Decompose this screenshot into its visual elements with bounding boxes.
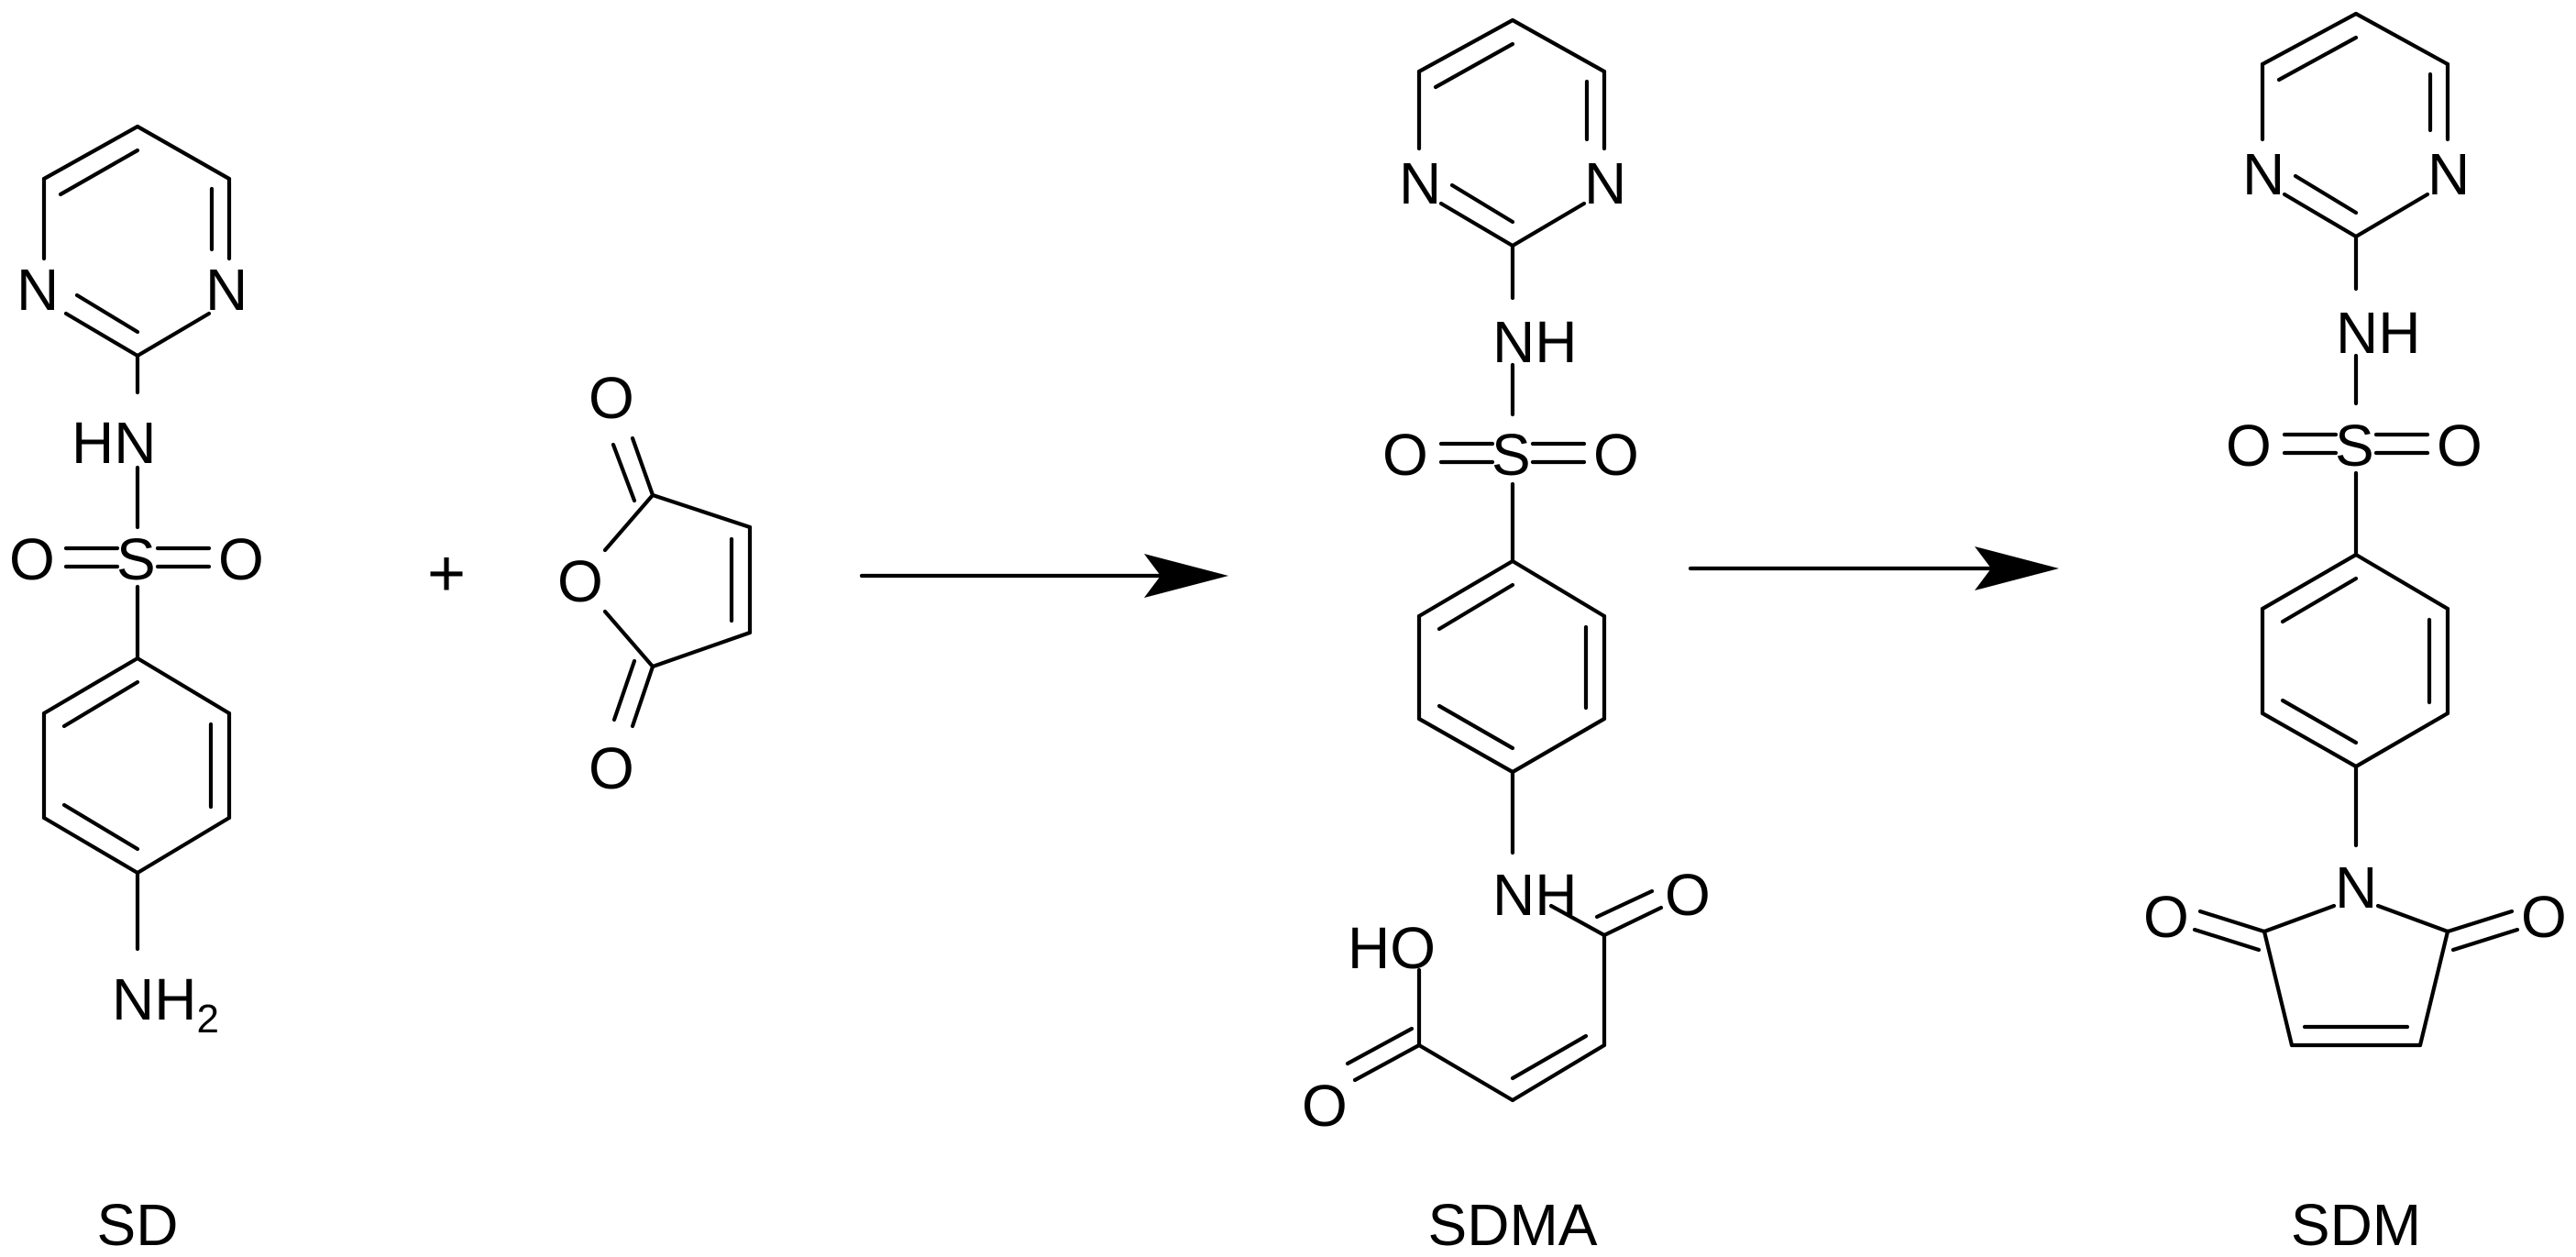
sdma-atom-nh-amide: NH — [1492, 862, 1577, 928]
sdma-atom-n-left: N — [1399, 150, 1441, 216]
sd-atom-s: S — [116, 526, 156, 592]
sdm-atom-s: S — [2335, 413, 2374, 479]
sd-atom-hn: HN — [72, 410, 156, 476]
sd-benzene-ring — [41, 656, 232, 952]
sdm-atom-n-left: N — [2242, 141, 2284, 207]
sdma-atom-o-acid: O — [1302, 1073, 1348, 1139]
sd-atom-n-left: N — [17, 257, 59, 323]
sdm-benzene-ring — [2260, 552, 2450, 848]
sd-atom-n-right: N — [205, 257, 248, 323]
sd-pyrimidine-ring — [41, 124, 232, 395]
sdm-pyrimidine-ring — [2260, 11, 2450, 292]
caption-sdma: SDMA — [1428, 1192, 1598, 1257]
sdm-atom-o-left: O — [2226, 413, 2272, 479]
anhydride-atom-o-top: O — [589, 365, 634, 431]
reaction-arrow-2 — [1688, 546, 2059, 590]
sdma-benzene-ring — [1416, 558, 1607, 855]
plus-sign: + — [427, 537, 466, 611]
sdma-atom-ho: HO — [1348, 915, 1436, 981]
compound-sdma: N N NH O S O NH O HO O — [1302, 17, 1711, 1139]
sdma-atom-nh-top: NH — [1492, 309, 1577, 375]
compound-sdm: N N NH O S O N O O — [2143, 11, 2567, 1048]
sdma-atom-o-amide: O — [1665, 862, 1711, 928]
sdm-atom-n-right: N — [2427, 141, 2470, 207]
sdm-atom-n-imide: N — [2335, 855, 2377, 921]
sdm-maleimide-ring — [2192, 903, 2520, 1048]
sdm-atom-o-right: O — [2437, 413, 2482, 479]
anhydride-atom-o-ring: O — [557, 548, 603, 614]
sdm-sulfonamide — [2282, 353, 2430, 557]
compound-maleic-anhydride: O O O — [557, 365, 753, 801]
sdm-atom-o-imide-right: O — [2521, 884, 2567, 950]
caption-sdm: SDM — [2291, 1192, 2421, 1257]
sd-atom-o-right: O — [218, 526, 264, 592]
caption-sd: SD — [97, 1192, 179, 1257]
sdma-pyrimidine-ring — [1416, 17, 1607, 301]
compound-sd: N N HN O S O NH2 — [9, 124, 264, 1042]
reaction-arrow-1 — [859, 554, 1228, 598]
sdm-atom-nh-top: NH — [2336, 300, 2420, 366]
sdma-atom-o-left: O — [1382, 422, 1428, 488]
sd-atom-nh2: NH2 — [112, 966, 219, 1042]
sd-atom-o-left: O — [9, 526, 55, 592]
sdm-atom-o-imide-left: O — [2143, 884, 2189, 950]
sdma-maleamic-acid — [1345, 888, 1664, 1103]
anhydride-atom-o-bottom: O — [589, 735, 634, 801]
sdma-atom-o-right: O — [1593, 422, 1639, 488]
sdma-atom-s: S — [1492, 422, 1531, 488]
sd-sulfonamide — [63, 465, 212, 661]
sdma-sulfonamide — [1438, 362, 1587, 564]
sdma-atom-n-right: N — [1584, 150, 1626, 216]
